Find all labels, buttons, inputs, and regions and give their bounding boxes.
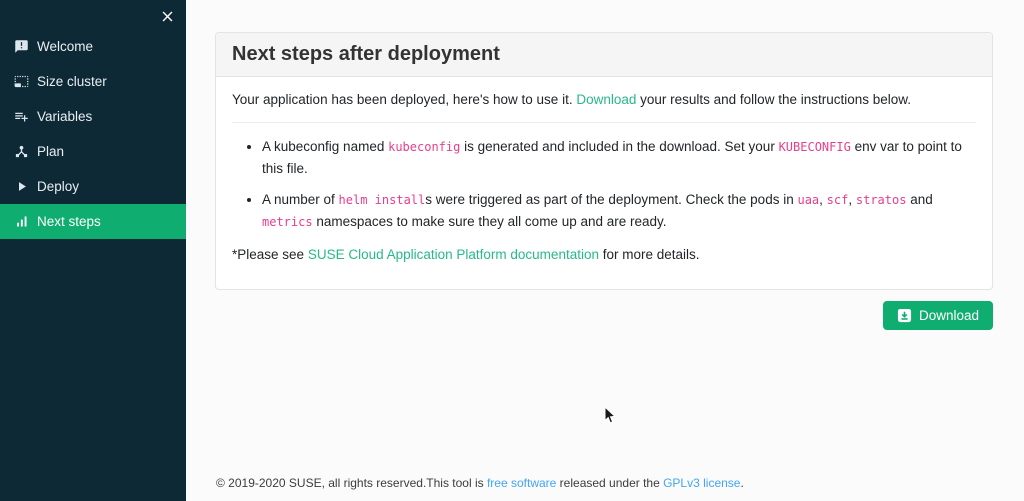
code-scf: scf: [826, 193, 849, 207]
hub-icon: [14, 144, 29, 159]
sidebar-item-deploy[interactable]: Deploy: [0, 169, 186, 204]
divider: [232, 122, 976, 123]
sidebar-item-label: Welcome: [37, 39, 94, 54]
footer: © 2019-2020 SUSE, all rights reserved.Th…: [216, 476, 744, 490]
list-item: A kubeconfig named kubeconfig is generat…: [262, 136, 976, 179]
code-stratos: stratos: [855, 193, 907, 207]
code-helm-install: helm install: [338, 193, 426, 207]
sidebar-item-welcome[interactable]: Welcome: [0, 29, 186, 64]
sidebar-item-plan[interactable]: Plan: [0, 134, 186, 169]
intro-paragraph: Your application has been deployed, here…: [232, 92, 912, 107]
playlist-add-icon: [14, 109, 29, 124]
documentation-link[interactable]: SUSE Cloud Application Platform document…: [307, 247, 599, 262]
close-sidebar-button[interactable]: [157, 6, 178, 27]
code-kubeconfig: kubeconfig: [388, 140, 461, 154]
announcement-icon: [14, 39, 29, 54]
download-button[interactable]: Download: [882, 301, 993, 330]
list-item: A number of helm installs were triggered…: [262, 189, 976, 233]
sidebar-item-size-cluster[interactable]: Size cluster: [0, 64, 186, 99]
close-icon: [159, 11, 176, 28]
sidebar-nav: Welcome Size cluster Variables Plan: [0, 29, 186, 239]
card-header: Next steps after deployment: [216, 33, 992, 77]
sidebar: Welcome Size cluster Variables Plan: [0, 0, 186, 501]
note-paragraph: *Please see SUSE Cloud Application Platf…: [232, 247, 700, 262]
size-select-icon: [14, 74, 29, 89]
sidebar-item-label: Variables: [37, 109, 93, 124]
actions-bar: Download: [186, 290, 1024, 330]
bar-chart-icon: [14, 214, 29, 229]
gplv3-license-link[interactable]: GPLv3 license: [663, 476, 741, 490]
sidebar-item-label: Plan: [37, 144, 65, 159]
sidebar-item-label: Size cluster: [37, 74, 107, 89]
main-content: Next steps after deployment Your applica…: [186, 0, 1024, 501]
sidebar-item-variables[interactable]: Variables: [0, 99, 186, 134]
play-icon: [14, 179, 29, 194]
code-kubeconfig-env: KUBECONFIG: [778, 140, 851, 154]
instructions-list: A kubeconfig named kubeconfig is generat…: [232, 136, 976, 233]
code-metrics: metrics: [262, 215, 313, 229]
sidebar-item-next-steps[interactable]: Next steps: [0, 204, 186, 239]
card-body: Your application has been deployed, here…: [216, 77, 992, 289]
free-software-link[interactable]: free software: [486, 476, 557, 490]
download-link[interactable]: Download: [576, 92, 637, 107]
download-box-icon: [897, 308, 912, 323]
sidebar-item-label: Deploy: [37, 179, 80, 194]
next-steps-card: Next steps after deployment Your applica…: [215, 32, 993, 290]
sidebar-item-label: Next steps: [37, 214, 101, 229]
page-title: Next steps after deployment: [232, 43, 500, 65]
download-button-label: Download: [918, 308, 979, 323]
code-uaa: uaa: [797, 193, 820, 207]
mouse-cursor: [604, 405, 617, 430]
